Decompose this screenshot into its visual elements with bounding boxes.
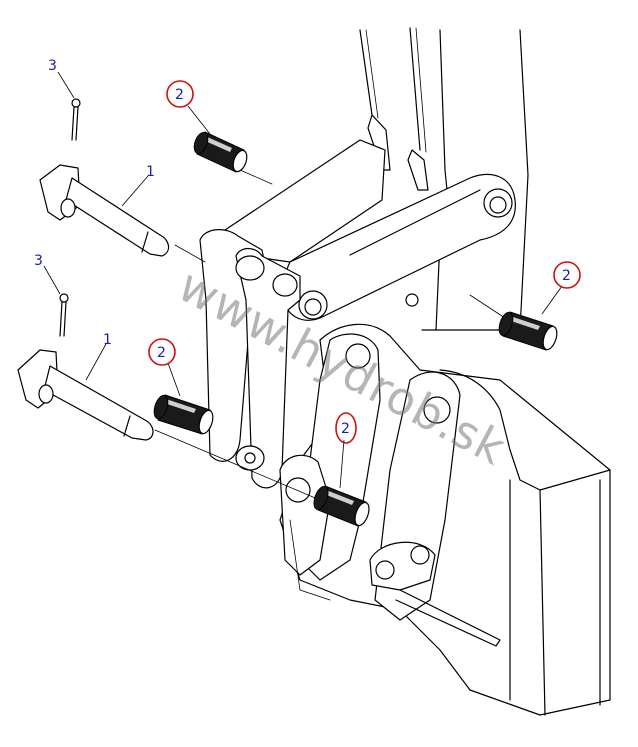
- callout-pin-bottom: 1: [103, 332, 112, 348]
- bushing-left: [153, 394, 214, 435]
- callout-labels: 3 1 3 1 2 2 2 2: [34, 58, 571, 437]
- upper-pin: [39, 164, 170, 257]
- callout-bushing-left: 2: [157, 345, 166, 361]
- upper-cotter-pin: [71, 98, 81, 141]
- callout-bushing-right: 2: [562, 268, 571, 284]
- side-linkage: [199, 229, 301, 489]
- ring-bushing-top: [166, 80, 194, 108]
- leader-lines: [43, 71, 563, 489]
- callout-cotter-bottom: 3: [34, 253, 43, 269]
- highlight-rings: [148, 80, 581, 444]
- bushing-right: [498, 311, 558, 351]
- ring-bushing-left: [148, 338, 176, 366]
- callout-bushing-top: 2: [175, 87, 184, 103]
- ring-bushing-bottom: [335, 412, 357, 444]
- callout-cotter-top: 3: [48, 58, 57, 74]
- bushing-bottom: [313, 485, 370, 527]
- lower-cotter-pin: [59, 293, 69, 337]
- ring-bushing-right: [553, 261, 581, 289]
- callout-bushing-bottom: 2: [341, 421, 350, 437]
- pin-axis-lines: [154, 169, 506, 501]
- bushing-top: [193, 131, 248, 173]
- boom-structure: [359, 27, 529, 331]
- lower-pin: [17, 349, 154, 441]
- callout-pin-top: 1: [146, 164, 155, 180]
